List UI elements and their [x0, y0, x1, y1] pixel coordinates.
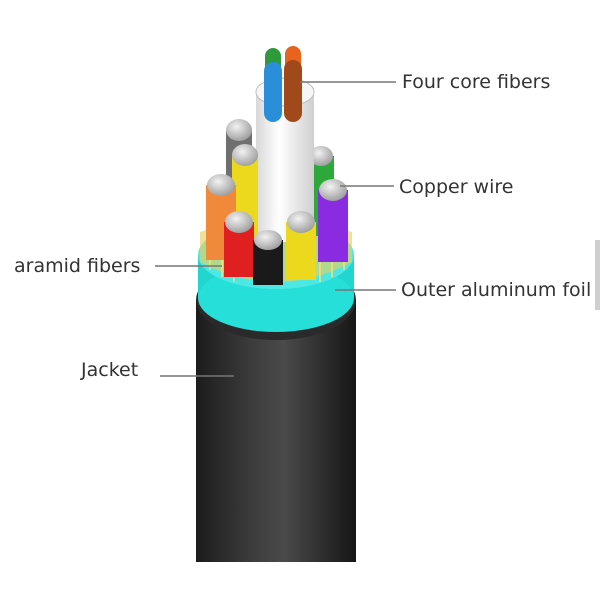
- label-aramid-fibers: aramid fibers: [14, 255, 141, 277]
- wire-yellow-right: [286, 211, 316, 280]
- label-outer-aluminum-foil: Outer aluminum foil: [401, 279, 592, 301]
- label-copper-wire: Copper wire: [399, 176, 514, 198]
- label-four-core-fibers: Four core fibers: [402, 71, 551, 93]
- wire-purple: [318, 179, 348, 262]
- edge-scroll-bar: [595, 240, 600, 310]
- wire-red: [224, 211, 254, 277]
- fiber-blue: [264, 62, 282, 122]
- label-jacket: Jacket: [81, 359, 139, 381]
- jacket-body: [196, 300, 356, 562]
- fiber-brown: [284, 60, 302, 122]
- four-core-fibers: [264, 46, 302, 122]
- wire-black: [253, 230, 283, 285]
